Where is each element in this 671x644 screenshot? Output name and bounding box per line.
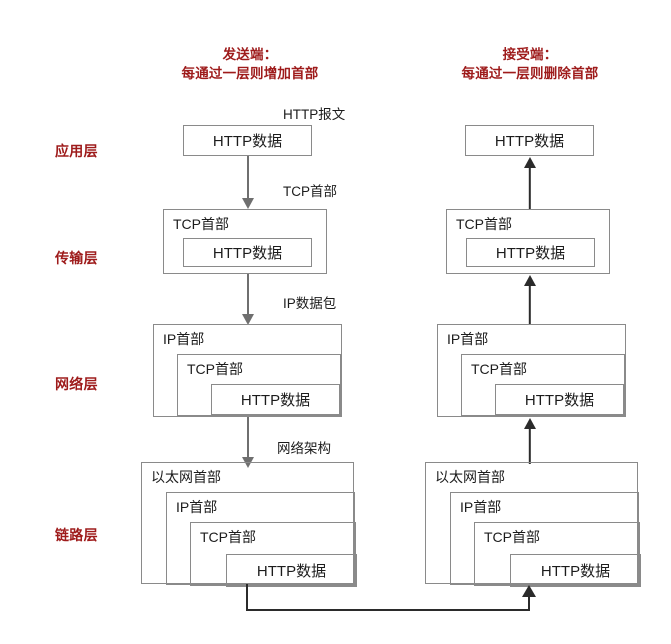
sender-link-payload: HTTP数据 <box>226 554 357 587</box>
layer-label-link: 链路层 <box>55 527 98 543</box>
receiver-network-tcp-header-label: TCP首部 <box>471 361 527 377</box>
layer-label-network: 网络层 <box>55 376 98 392</box>
sender-link-tcp-header-label: TCP首部 <box>200 529 256 545</box>
sender-network-tcp-header-label: TCP首部 <box>187 361 243 377</box>
sender-heading-line2: 每通过一层则增加首部 <box>181 66 319 81</box>
receiver-network-header-label: IP首部 <box>447 331 489 347</box>
layer-label-application: 应用层 <box>55 143 98 159</box>
sender-network-header-label: IP首部 <box>163 331 205 347</box>
link-connector-vertical-left <box>246 584 249 611</box>
receiver-link-ip-header-label: IP首部 <box>460 499 502 515</box>
receiver-link-frame: 以太网首部 IP首部 TCP首部 HTTP数据 <box>425 462 641 587</box>
receiver-arrow-link-to-network <box>523 418 537 464</box>
sender-link-data-label: HTTP数据 <box>256 563 327 580</box>
receiver-network-data-label: HTTP数据 <box>524 392 595 409</box>
receiver-link-tcp-segment: TCP首部 HTTP数据 <box>474 522 641 587</box>
receiver-heading-line1: 接受端： <box>502 47 558 62</box>
receiver-link-header-label: 以太网首部 <box>435 469 505 485</box>
sender-arrow-transport-to-network <box>241 274 255 325</box>
receiver-link-ip-packet: IP首部 TCP首部 HTTP数据 <box>450 492 641 587</box>
receiver-transport-header-label: TCP首部 <box>456 216 512 232</box>
stage-label-ip-packet: IP数据包 <box>283 296 337 311</box>
sender-arrow-network-to-link <box>241 417 255 468</box>
sender-transport-packet: TCP首部 HTTP数据 <box>163 209 327 274</box>
receiver-arrow-transport-to-app <box>523 157 537 210</box>
sender-link-ip-header-label: IP首部 <box>176 499 218 515</box>
sender-heading-line1: 发送端： <box>222 47 278 62</box>
receiver-heading-line2: 每通过一层则删除首部 <box>461 66 599 81</box>
receiver-heading: 接受端： 每通过一层则删除首部 <box>430 45 630 83</box>
receiver-arrow-network-to-transport <box>523 275 537 325</box>
sender-application-data-label: HTTP数据 <box>212 133 283 150</box>
receiver-application-packet: HTTP数据 <box>465 125 594 156</box>
stage-label-http-message: HTTP报文 <box>283 107 346 122</box>
receiver-network-packet: IP首部 TCP首部 HTTP数据 <box>437 324 626 417</box>
link-connector-vertical-right <box>527 597 530 610</box>
layer-label-transport: 传输层 <box>55 250 98 266</box>
sender-link-ip-packet: IP首部 TCP首部 HTTP数据 <box>166 492 357 587</box>
receiver-transport-packet: TCP首部 HTTP数据 <box>446 209 610 274</box>
sender-network-data-label: HTTP数据 <box>240 392 311 409</box>
receiver-link-payload: HTTP数据 <box>510 554 641 587</box>
receiver-link-data-label: HTTP数据 <box>540 563 611 580</box>
sender-network-tcp-segment: TCP首部 HTTP数据 <box>177 354 341 416</box>
sender-link-header-label: 以太网首部 <box>151 469 221 485</box>
receiver-network-tcp-segment: TCP首部 HTTP数据 <box>461 354 625 416</box>
sender-transport-header-label: TCP首部 <box>173 216 229 232</box>
link-connector-horizontal <box>246 608 530 611</box>
link-connector-arrow-head <box>521 585 536 597</box>
sender-transport-payload: HTTP数据 <box>183 238 312 267</box>
receiver-link-tcp-header-label: TCP首部 <box>484 529 540 545</box>
sender-network-payload: HTTP数据 <box>211 384 340 415</box>
stage-label-tcp-header: TCP首部 <box>283 184 337 199</box>
sender-application-packet: HTTP数据 <box>183 125 312 156</box>
stage-label-network-frame: 网络架构 <box>277 441 331 456</box>
sender-network-packet: IP首部 TCP首部 HTTP数据 <box>153 324 342 417</box>
receiver-transport-payload: HTTP数据 <box>466 238 595 267</box>
sender-link-tcp-segment: TCP首部 HTTP数据 <box>190 522 357 587</box>
receiver-network-payload: HTTP数据 <box>495 384 624 415</box>
sender-heading: 发送端： 每通过一层则增加首部 <box>150 45 350 83</box>
sender-arrow-app-to-transport <box>241 156 255 209</box>
sender-transport-data-label: HTTP数据 <box>212 245 283 262</box>
sender-link-frame: 以太网首部 IP首部 TCP首部 HTTP数据 <box>141 462 357 587</box>
receiver-transport-data-label: HTTP数据 <box>495 245 566 262</box>
receiver-application-data-label: HTTP数据 <box>494 133 565 150</box>
